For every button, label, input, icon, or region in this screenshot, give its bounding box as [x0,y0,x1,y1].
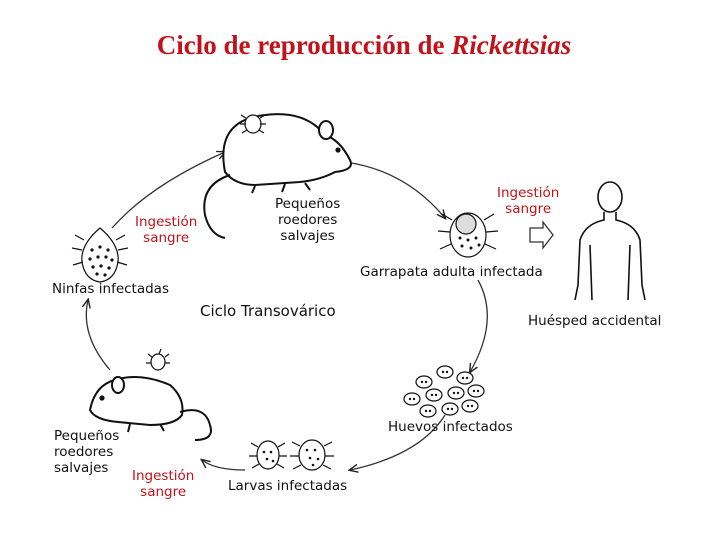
label-host: Huésped accidental [528,313,662,329]
label-line: roedores [278,212,338,228]
label-line: Ingestión [135,214,198,230]
cycle-arrow-rodent-to-nymphs [86,300,111,371]
label-line: salvajes [54,460,109,476]
tick-larva-1 [249,440,287,470]
tick-on-bottom-rodent [146,348,170,371]
label-line: Ingestión [132,468,195,484]
tick-larva-2 [290,439,334,471]
cycle-arrow-adult-to-eggs [470,279,488,372]
label-adult-tick: Garrapata adulta infectada [360,264,543,280]
cycle-arrow-nymphs-to-rodent [111,152,225,229]
label-nymphs: Ninfas infectadas [52,281,169,297]
egg-cluster [403,365,485,418]
title-italic: Rickettsias [451,30,572,60]
label-larvae: Larvas infectadas [228,478,348,494]
tick-adult [437,212,499,258]
page-title: Ciclo de reproducción de Rickettsias [0,30,728,61]
label-bottom-rodent: Pequeños roedores salvajes [54,428,119,476]
label-line: sangre [140,484,187,500]
label-line: roedores [54,444,114,460]
label-center: Ciclo Transovárico [200,302,336,320]
tick-nymph [71,227,129,283]
transmission-arrow [529,220,554,250]
label-human-ingestion: Ingestión sangre [497,185,559,217]
label-line: sangre [505,201,552,217]
rodent-bottom [88,375,212,441]
egg-dots [408,370,480,413]
label-eggs: Huevos infectados [388,419,513,435]
label-bottom-ingestion: Ingestión sangre [132,468,194,500]
label-line: Pequeños [54,428,120,444]
label-line: sangre [143,230,190,246]
human-figure [574,181,646,301]
label-line: Pequeños [275,196,341,212]
label-top-ingestion: Ingestión sangre [135,214,197,246]
cycle-arrow-rodent-to-adult [344,161,445,218]
cycle-arrow-larvae-to-rodent [202,460,246,471]
label-top-rodent: Pequeños roedores salvajes [275,196,340,244]
label-line: salvajes [280,228,335,244]
title-text: Ciclo de reproducción de [156,30,452,60]
tick-on-top-rodent [240,114,266,134]
label-line: Ingestión [497,185,560,201]
cycle-arrow-eggs-to-larvae [350,414,446,470]
